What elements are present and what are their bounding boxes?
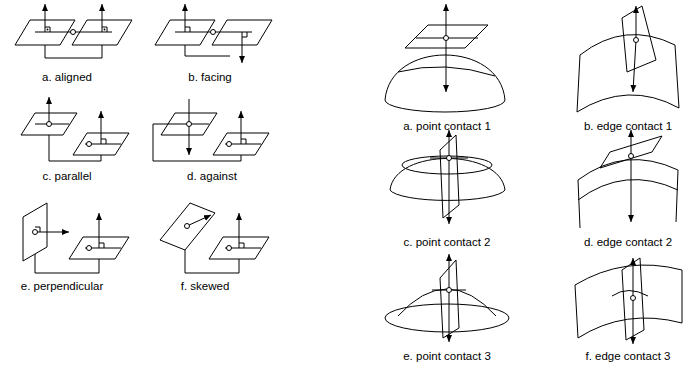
normal-arrow [633,298,634,344]
figure-label: e. point contact 3 [403,350,491,363]
edge-contact-figure [577,6,679,112]
connector-wire [45,45,102,58]
edge-contact-figure [578,130,678,228]
surface-edge [676,170,678,222]
point-marker [71,30,76,35]
figure-label: f. skewed [181,280,230,293]
figure-label: c. point contact 2 [404,236,491,249]
point-marker [185,224,190,229]
surface-curve [612,291,648,297]
normal-arrow [631,156,632,222]
perpendicular-figure [23,203,129,273]
surface-ring [402,156,492,174]
normal-line [189,99,190,124]
normal-arrow [449,254,450,290]
point-contact-figure [385,4,505,112]
parallel-figure [21,97,129,161]
right-angle-mark [101,139,106,144]
normal-arrow [449,158,450,224]
figure-label: a. aligned [42,71,92,84]
surface-curve [578,160,678,180]
connector-wire [185,45,230,56]
skewed-figure [160,203,269,273]
normal-arrow [446,38,447,92]
point-marker [634,38,639,43]
figure-label: e. perpendicular [21,280,103,293]
point-marker [447,288,452,293]
right-angle-mark [241,139,246,144]
surface-curve [580,35,675,55]
against-figure [153,99,269,161]
plane [160,203,215,250]
normal-arrow [185,4,186,32]
point-marker [631,296,636,301]
surface-edge [682,270,683,323]
point-marker [211,30,216,35]
surface-edge [675,45,679,108]
point-marker [227,142,232,147]
normal-arrow [189,124,190,155]
surface-base [385,304,509,332]
point-marker [187,122,192,127]
point-marker [447,156,452,161]
normal-arrow [102,4,103,32]
right-angle-mark [99,243,104,248]
figure-label: b. edge contact 1 [584,120,672,133]
normal-arrow [636,6,637,40]
figure-label: c. parallel [42,170,91,183]
surface-edge [577,55,580,112]
point-contact-figure [385,254,509,342]
normal-arrow [449,130,450,158]
dome-surface [385,55,505,100]
right-angle-mark [239,243,244,248]
normal-arrow [187,215,211,226]
right-angle-mark [242,32,247,37]
aligned-figure [15,4,132,58]
tangent-plane [622,6,656,72]
point-marker [629,154,634,159]
point-contact-figure [390,130,505,224]
right-angle-mark [45,27,50,32]
dome-surface [398,289,496,316]
figure-label: f. edge contact 3 [585,350,670,363]
edge-contact-figure [575,258,682,344]
figure-label: d. edge contact 2 [584,236,672,249]
normal-arrow [631,130,632,156]
normal-arrow [633,258,634,298]
facing-figure [155,4,272,63]
right-angle-mark [102,27,107,32]
normal-arrow [49,97,50,124]
figure-label: a. point contact 1 [403,120,491,133]
point-marker [227,246,232,251]
normal-arrow [633,40,636,92]
normal-arrow [45,4,46,32]
surface-curve [577,95,679,112]
point-marker [33,230,38,235]
surface-curve [578,180,678,200]
point-marker [87,246,92,251]
surface-base [390,190,505,200]
surface-edge [578,180,580,228]
point-marker [87,142,92,147]
figure-label: d. against [187,170,237,183]
right-angle-mark [185,27,190,32]
angle-dot [104,29,106,31]
normal-arrow [446,4,447,38]
figure-label: b. facing [188,71,231,84]
normal-arrow [449,290,450,342]
point-marker [47,122,52,127]
surface-curve [575,265,682,285]
surface-edge [575,285,578,338]
angle-dot [47,29,49,31]
point-marker [444,36,449,41]
surface-base [385,100,505,112]
surface-curve [578,318,682,338]
